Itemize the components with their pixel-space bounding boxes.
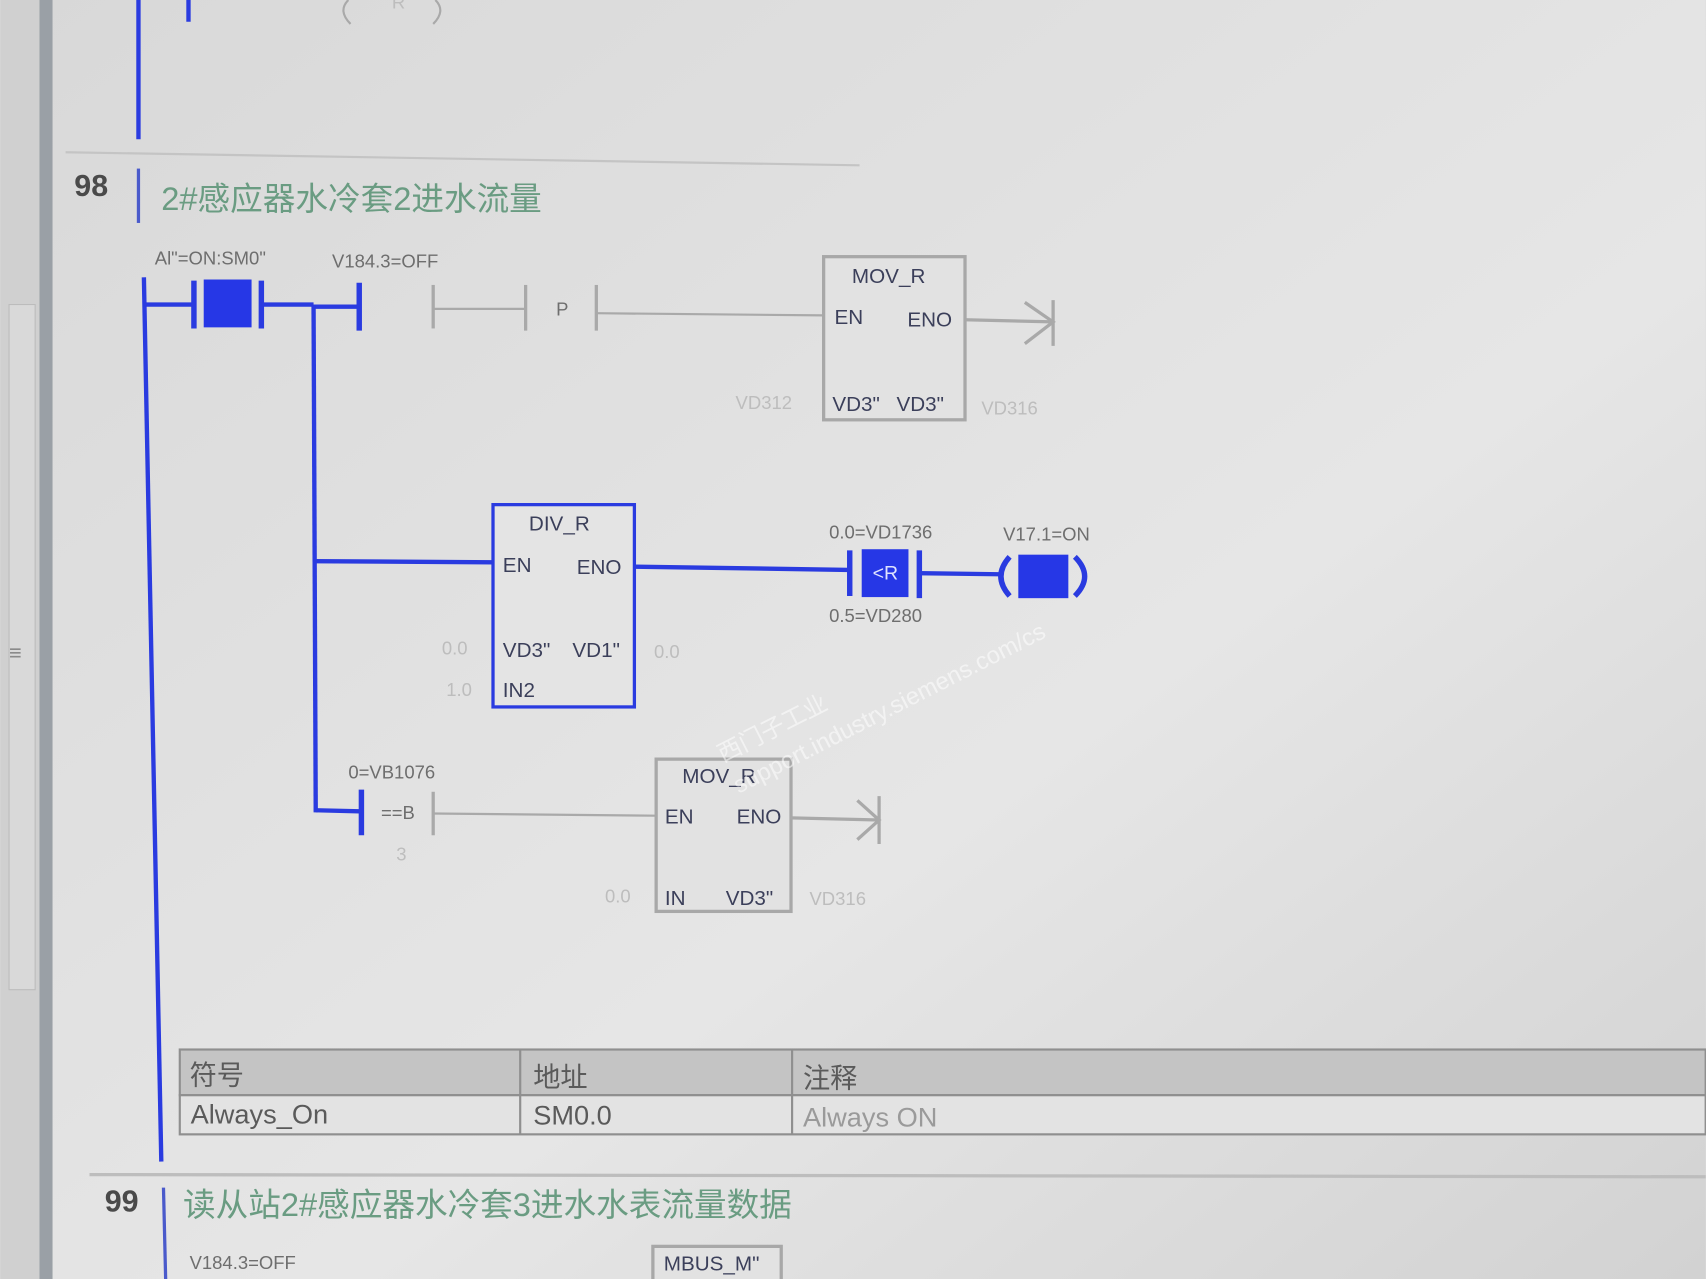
contact-v184[interactable]: [313, 282, 362, 331]
pin-out: VD3": [726, 887, 774, 910]
mov-r-1-out-value: VD316: [981, 397, 1037, 418]
set-coil[interactable]: [998, 554, 1088, 599]
contact-positive-edge[interactable]: [431, 284, 824, 331]
pin-in1: VD3": [503, 639, 551, 662]
symbol-table: 符号 地址 注释 Always_On SM0.0 Always ON: [178, 1048, 1706, 1136]
compare-b-input-line: [315, 808, 360, 814]
cell-address: SM0.0: [533, 1100, 612, 1131]
compare-r-bottom-label: 0.5=VD280: [829, 605, 922, 626]
pin-out: VD1": [572, 639, 620, 662]
pin-eno: ENO: [577, 556, 622, 579]
network-separator: [89, 1172, 1706, 1179]
network-title[interactable]: 2#感应器水冷套2进水流量: [161, 180, 542, 217]
compare-b-bottom-label: 3: [396, 843, 406, 864]
box-name: MOV_R: [852, 265, 925, 288]
mbus-m-box[interactable]: MBUS_M": [651, 1244, 783, 1279]
header-comment: 注释: [803, 1063, 857, 1094]
compare-b-top-label: 0=VB1076: [348, 762, 435, 783]
mov-r-2-in-value: 0.0: [605, 886, 631, 907]
div-r-out-value: 0.0: [654, 641, 680, 662]
div-r-in1-value: 0.0: [442, 638, 468, 659]
panel-divider[interactable]: [39, 0, 53, 1279]
symbol-table-row: [178, 1094, 1706, 1136]
div-r-box[interactable]: DIV_R EN ENO VD3" VD1" IN2: [491, 503, 637, 709]
left-panel-scrollbar[interactable]: [8, 303, 36, 991]
contact-v184-label: V184.3=OFF: [332, 251, 438, 272]
coil-fragment-icon: [342, 0, 442, 25]
box-name: DIV_R: [529, 513, 590, 536]
contact-positive-edge-label: P: [556, 298, 568, 319]
box-name: MOV_R: [682, 765, 755, 788]
contact-always-on[interactable]: [144, 279, 314, 329]
pin-en: EN: [665, 805, 694, 828]
mov-r-box-2[interactable]: MOV_R EN ENO IN VD3": [654, 757, 793, 914]
compare-r-top-label: 0.0=VD1736: [829, 521, 932, 542]
compare-op: <R: [873, 563, 899, 585]
header-address: 地址: [533, 1061, 587, 1092]
rung-end-arrow-icon: [964, 300, 1056, 346]
pin-in2: IN2: [503, 679, 535, 702]
pin-out: VD3": [897, 393, 945, 416]
compare-equal-byte-contact[interactable]: ==B: [358, 789, 657, 836]
coil-fragment-letter: R: [392, 0, 405, 13]
pin-in: IN: [665, 887, 686, 910]
network-title-divider: [161, 1187, 168, 1279]
mov-r-2-out-value: VD316: [809, 888, 865, 909]
header-symbol: 符号: [190, 1059, 244, 1090]
network-separator: [65, 151, 860, 167]
network-number[interactable]: 99: [105, 1185, 139, 1219]
cell-comment: Always ON: [803, 1102, 937, 1133]
grip-icon[interactable]: ≡: [9, 640, 22, 665]
contact-v184-label: V184.3=OFF: [190, 1252, 296, 1273]
network-number[interactable]: 98: [74, 169, 108, 203]
div-r-output-line: [634, 564, 849, 573]
network-title[interactable]: 读从站2#感应器水冷套3进水水表流量数据: [183, 1186, 792, 1223]
contact-always-on-label: Al"=ON:SM0": [155, 247, 266, 268]
branch-line: [311, 304, 318, 813]
pin-en: EN: [835, 306, 864, 329]
pin-eno: ENO: [737, 805, 782, 828]
cell-symbol: Always_On: [191, 1098, 328, 1129]
rung-end-arrow-icon: [790, 796, 882, 844]
box-name: MBUS_M": [664, 1252, 760, 1275]
mov-r-box-1[interactable]: MOV_R EN ENO VD3" VD3": [822, 255, 967, 422]
power-rail: [141, 277, 164, 1162]
mov-r-1-in-value: VD312: [736, 392, 792, 413]
compare-less-real-contact[interactable]: <R: [847, 549, 999, 599]
pin-en: EN: [503, 554, 532, 577]
compare-op: ==B: [381, 802, 415, 823]
pin-in: VD3": [832, 393, 880, 416]
div-r-in2-value: 1.0: [446, 679, 472, 700]
coil-label: V17.1=ON: [1003, 524, 1090, 545]
symbol-table-header: [178, 1048, 1706, 1097]
div-r-input-line: [313, 559, 494, 565]
pin-eno: ENO: [907, 308, 952, 331]
